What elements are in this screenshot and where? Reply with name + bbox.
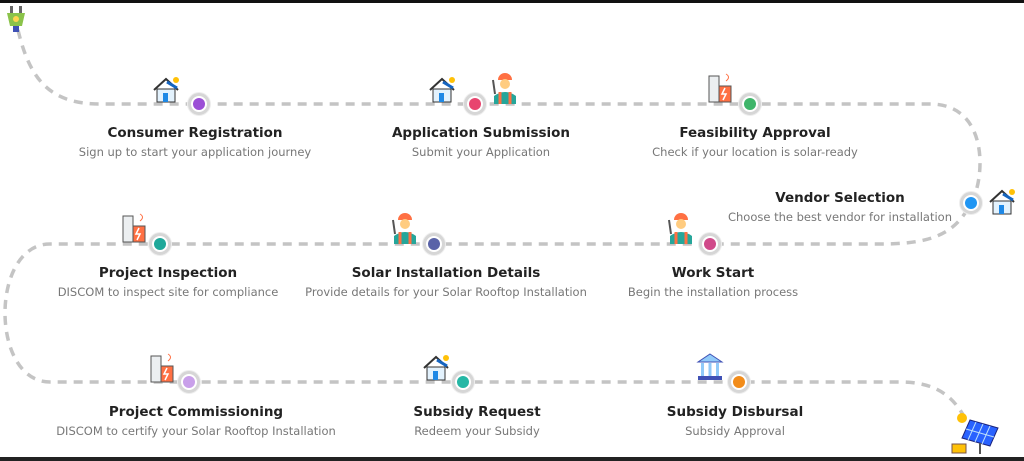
step-dot xyxy=(733,376,745,388)
house-solar-icon xyxy=(429,77,455,103)
worker-icon xyxy=(492,73,516,104)
step-node-project-inspection[interactable] xyxy=(149,233,171,255)
factory-energy-icon xyxy=(150,353,174,383)
step-title: Consumer Registration xyxy=(107,125,283,141)
worker-icon xyxy=(668,213,692,244)
step-description: DISCOM to inspect site for compliance xyxy=(57,285,279,299)
step-description: Subsidy Approval xyxy=(685,424,785,438)
bottom-border xyxy=(0,457,1024,461)
step-node-solar-installation-details[interactable] xyxy=(423,233,445,255)
step-node-subsidy-disbursal[interactable] xyxy=(728,371,750,393)
step-title: Solar Installation Details xyxy=(351,265,541,281)
house-solar-icon xyxy=(989,189,1015,215)
step-description: Begin the installation process xyxy=(627,285,799,299)
step-node-feasibility-approval[interactable] xyxy=(739,93,761,115)
factory-energy-icon xyxy=(708,73,732,103)
step-dot xyxy=(965,197,977,209)
plug-icon xyxy=(7,6,25,32)
step-title: Vendor Selection xyxy=(775,190,905,206)
step-title: Project Commissioning xyxy=(108,404,284,420)
step-description: Provide details for your Solar Rooftop I… xyxy=(305,285,587,299)
factory-energy-icon xyxy=(122,213,146,243)
step-title: Subsidy Request xyxy=(413,404,541,420)
step-dot xyxy=(744,98,756,110)
worker-icon xyxy=(392,213,416,244)
house-solar-icon xyxy=(423,355,449,381)
step-node-application-submission[interactable] xyxy=(464,93,486,115)
step-node-project-commissioning[interactable] xyxy=(178,371,200,393)
step-dot xyxy=(193,98,205,110)
step-node-work-start[interactable] xyxy=(699,233,721,255)
step-dot xyxy=(457,376,469,388)
step-node-subsidy-request[interactable] xyxy=(452,371,474,393)
step-description: Redeem your Subsidy xyxy=(414,424,540,438)
step-description: Submit your Application xyxy=(411,145,551,159)
bank-icon xyxy=(696,353,724,380)
step-description: DISCOM to certify your Solar Rooftop Ins… xyxy=(56,424,336,438)
step-description: Choose the best vendor for installation xyxy=(727,210,953,224)
step-dot xyxy=(183,376,195,388)
step-dot xyxy=(428,238,440,250)
step-title: Project Inspection xyxy=(98,265,238,281)
step-title: Subsidy Disbursal xyxy=(666,404,804,420)
house-solar-icon xyxy=(153,77,179,103)
step-title: Work Start xyxy=(671,265,755,281)
step-title: Application Submission xyxy=(391,125,571,141)
step-description: Sign up to start your application journe… xyxy=(78,145,312,159)
step-node-consumer-registration[interactable] xyxy=(188,93,210,115)
step-dot xyxy=(469,98,481,110)
step-node-vendor-selection[interactable] xyxy=(960,192,982,214)
top-border xyxy=(0,0,1024,3)
step-description: Check if your location is solar-ready xyxy=(652,145,858,159)
step-dot xyxy=(154,238,166,250)
solar-panel-icon xyxy=(951,413,999,454)
step-dot xyxy=(704,238,716,250)
step-title: Feasibility Approval xyxy=(679,125,831,141)
